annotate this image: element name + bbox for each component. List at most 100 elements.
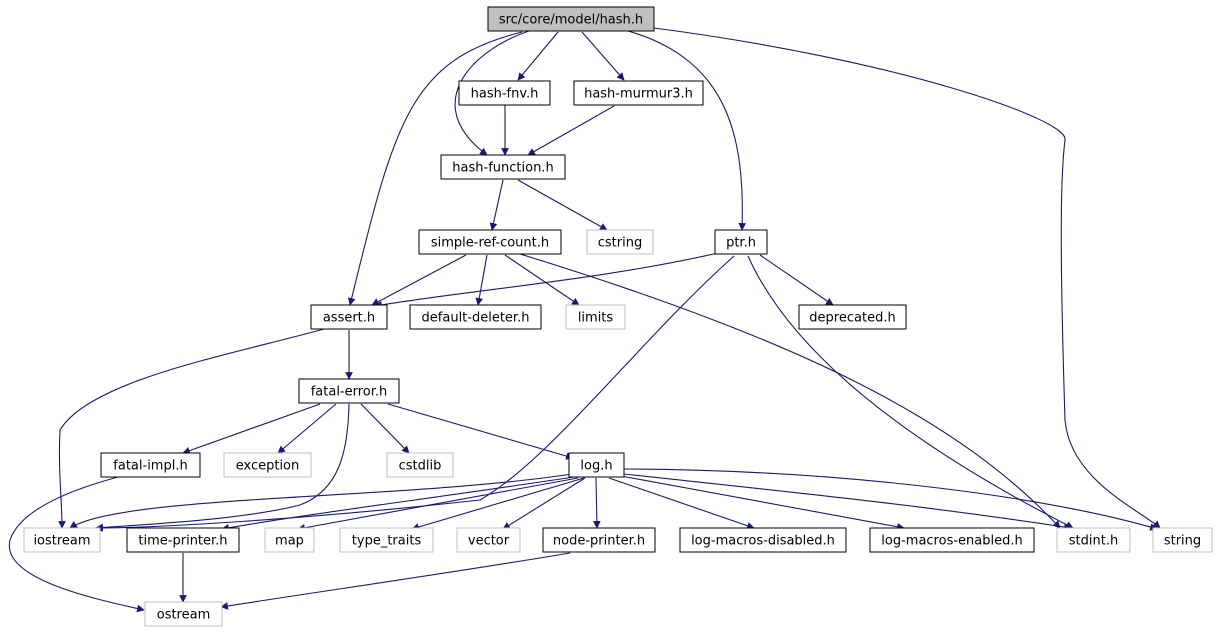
node-simple-ref-count[interactable]: simple-ref-count.h (418, 229, 562, 255)
node-label-hash-murmur3: hash-murmur3.h (584, 87, 693, 102)
node-hash-function[interactable]: hash-function.h (440, 154, 566, 180)
node-box-type_traits (339, 527, 434, 553)
node-box-hash-function (440, 154, 566, 180)
edge-log-to-log-macros-disabled (608, 477, 755, 530)
edge-fatal-impl-to-ostream (8, 476, 145, 613)
node-box-map (264, 527, 315, 553)
node-box-deprecated (798, 304, 907, 330)
node-label-vector: vector (468, 534, 510, 549)
edge-log-to-type_traits (411, 477, 585, 531)
node-label-cstring: cstring (598, 236, 642, 251)
edge-log-to-string (623, 468, 1158, 531)
node-cstring: cstring (586, 229, 654, 255)
node-box-time-printer (126, 527, 240, 553)
node-vector: vector (456, 527, 521, 553)
node-fatal-impl[interactable]: fatal-impl.h (100, 452, 201, 478)
node-label-log: log.h (580, 459, 612, 474)
node-label-string: string (1164, 534, 1201, 549)
edge-simple-ref-count-to-stdint (519, 253, 1061, 529)
node-box-vector (456, 527, 521, 553)
edge-ptr-to-deprecated (759, 254, 834, 306)
node-log-macros-disabled[interactable]: log-macros-disabled.h (679, 527, 847, 553)
node-ptr[interactable]: ptr.h (714, 229, 768, 255)
edge-log-to-node-printer (593, 477, 601, 529)
edge-hash-to-hash-fnv (517, 31, 559, 81)
node-string: string (1152, 527, 1213, 553)
node-type_traits: type_traits (339, 527, 434, 553)
edge-log-to-iostream (69, 473, 573, 529)
edge-fatal-error-to-log (387, 403, 574, 460)
node-box-limits (565, 304, 626, 330)
node-exception: exception (223, 452, 312, 478)
edge-log-to-map (297, 477, 579, 532)
node-box-assert (310, 304, 388, 330)
node-box-cstring (586, 229, 654, 255)
node-map: map (264, 527, 315, 553)
edge-simple-ref-count-to-limits (504, 254, 580, 306)
node-box-stdint (1056, 527, 1131, 553)
node-label-hash-function: hash-function.h (452, 161, 553, 176)
node-label-stdint: stdint.h (1069, 534, 1118, 549)
node-default-deleter[interactable]: default-deleter.h (409, 304, 542, 330)
edge-hash-murmur3-to-hash-function (527, 105, 615, 156)
node-label-default-deleter: default-deleter.h (422, 311, 530, 326)
node-label-ostream: ostream (157, 608, 211, 623)
node-hash-fnv[interactable]: hash-fnv.h (458, 80, 551, 106)
node-label-limits: limits (578, 311, 614, 326)
edge-node-printer-to-ostream (220, 552, 571, 610)
edge-fatal-error-to-fatal-impl (182, 403, 321, 455)
node-cstdlib: cstdlib (386, 452, 454, 478)
node-deprecated[interactable]: deprecated.h (798, 304, 907, 330)
node-node-printer[interactable]: node-printer.h (542, 527, 656, 553)
node-label-exception: exception (236, 459, 300, 474)
node-assert[interactable]: assert.h (310, 304, 388, 330)
node-box-fatal-error (298, 378, 400, 404)
node-box-string (1152, 527, 1213, 553)
node-label-map: map (275, 534, 304, 549)
node-label-assert: assert.h (323, 311, 375, 326)
node-label-hash-fnv: hash-fnv.h (471, 87, 539, 102)
node-fatal-error[interactable]: fatal-error.h (298, 378, 400, 404)
node-box-log-macros-disabled (679, 527, 847, 553)
edge-log-to-stdint (623, 473, 1072, 531)
node-limits: limits (565, 304, 626, 330)
dependency-edges (8, 27, 1161, 613)
edge-hash-function-to-simple-ref-count (489, 179, 504, 231)
node-label-iostream: iostream (33, 534, 90, 549)
node-hash-murmur3[interactable]: hash-murmur3.h (573, 80, 704, 106)
edge-log-to-vector (502, 477, 586, 530)
node-box-log-macros-enabled (869, 527, 1035, 553)
node-time-printer[interactable]: time-printer.h (126, 527, 240, 553)
edge-ptr-to-assert (374, 252, 719, 309)
node-box-hash-fnv (458, 80, 551, 106)
node-label-deprecated: deprecated.h (809, 311, 895, 326)
node-log[interactable]: log.h (568, 452, 625, 478)
node-box-hash-murmur3 (573, 80, 704, 106)
node-iostream: iostream (23, 527, 101, 553)
node-log-macros-enabled[interactable]: log-macros-enabled.h (869, 527, 1035, 553)
node-label-type_traits: type_traits (352, 534, 422, 549)
node-box-hash (487, 6, 655, 32)
node-box-ptr (714, 229, 768, 255)
edge-simple-ref-count-to-default-deleter (475, 254, 488, 306)
node-ostream: ostream (144, 601, 223, 627)
node-label-fatal-error: fatal-error.h (311, 385, 388, 400)
edge-simple-ref-count-to-assert (371, 254, 467, 306)
node-box-exception (223, 452, 312, 478)
edge-log-to-log-macros-enabled (620, 475, 905, 531)
node-hash: src/core/model/hash.h (487, 6, 655, 32)
edge-log-to-time-printer (221, 476, 575, 532)
node-box-fatal-impl (100, 452, 201, 478)
node-box-cstdlib (386, 452, 454, 478)
node-box-log (568, 452, 625, 478)
edge-fatal-error-to-exception (277, 403, 337, 454)
node-box-default-deleter (409, 304, 542, 330)
edge-ptr-to-stdint (747, 255, 1074, 529)
node-label-fatal-impl: fatal-impl.h (113, 459, 187, 474)
edge-hash-to-string (653, 27, 1161, 529)
node-label-time-printer: time-printer.h (138, 534, 227, 549)
node-box-ostream (144, 601, 223, 627)
node-box-node-printer (542, 527, 656, 553)
edge-hash-to-ptr (627, 30, 747, 231)
